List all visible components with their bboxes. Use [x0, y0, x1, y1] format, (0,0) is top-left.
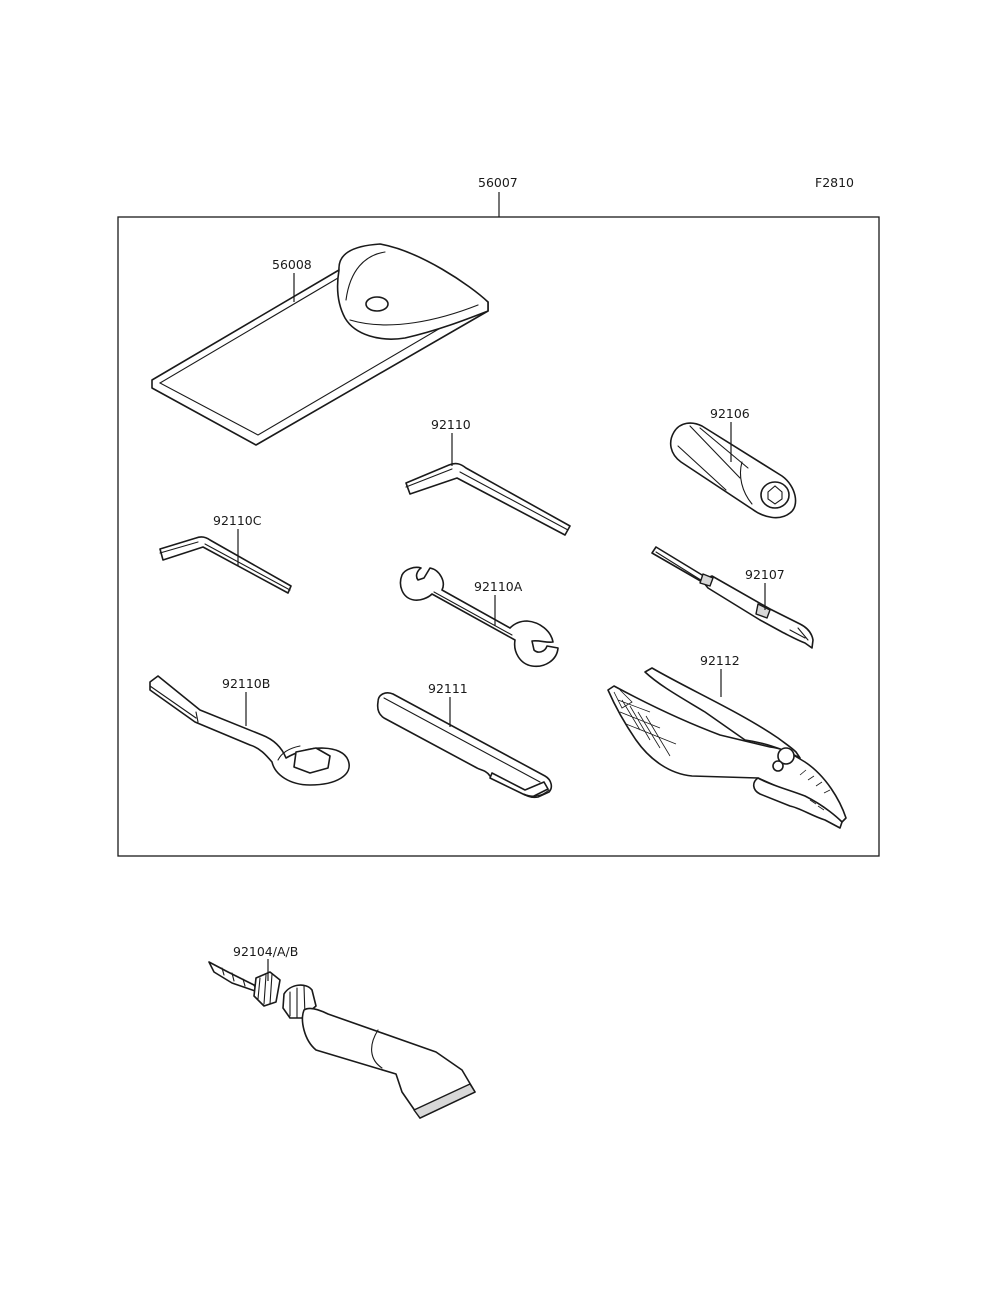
label-repair-kit-92104AB: 92104/A/B — [233, 944, 298, 959]
figure-code: F2810 — [815, 175, 854, 190]
hex-wrench-large — [405, 462, 571, 536]
screwdriver-bit — [651, 546, 814, 649]
repair-kit — [208, 961, 476, 1119]
label-pliers-92112: 92112 — [700, 653, 740, 668]
label-bit-92107: 92107 — [745, 567, 785, 582]
tool-bag — [151, 243, 489, 446]
hex-wrench-small — [159, 536, 292, 594]
pliers — [607, 667, 847, 829]
label-bag-56008: 56008 — [272, 257, 312, 272]
extension-bar — [376, 692, 553, 799]
ring-wrench — [149, 675, 350, 786]
label-kit-56007: 56007 — [478, 175, 518, 190]
label-wrench-92110A: 92110A — [474, 579, 523, 594]
label-hex-wrench-92110C: 92110C — [213, 513, 262, 528]
screwdriver-handle — [669, 422, 797, 519]
open-end-wrench — [399, 566, 559, 668]
label-ring-wrench-92110B: 92110B — [222, 676, 270, 691]
kit-frame — [117, 216, 880, 857]
label-bar-92111: 92111 — [428, 681, 468, 696]
label-hex-wrench-92110: 92110 — [431, 417, 471, 432]
label-handle-92106: 92106 — [710, 406, 750, 421]
